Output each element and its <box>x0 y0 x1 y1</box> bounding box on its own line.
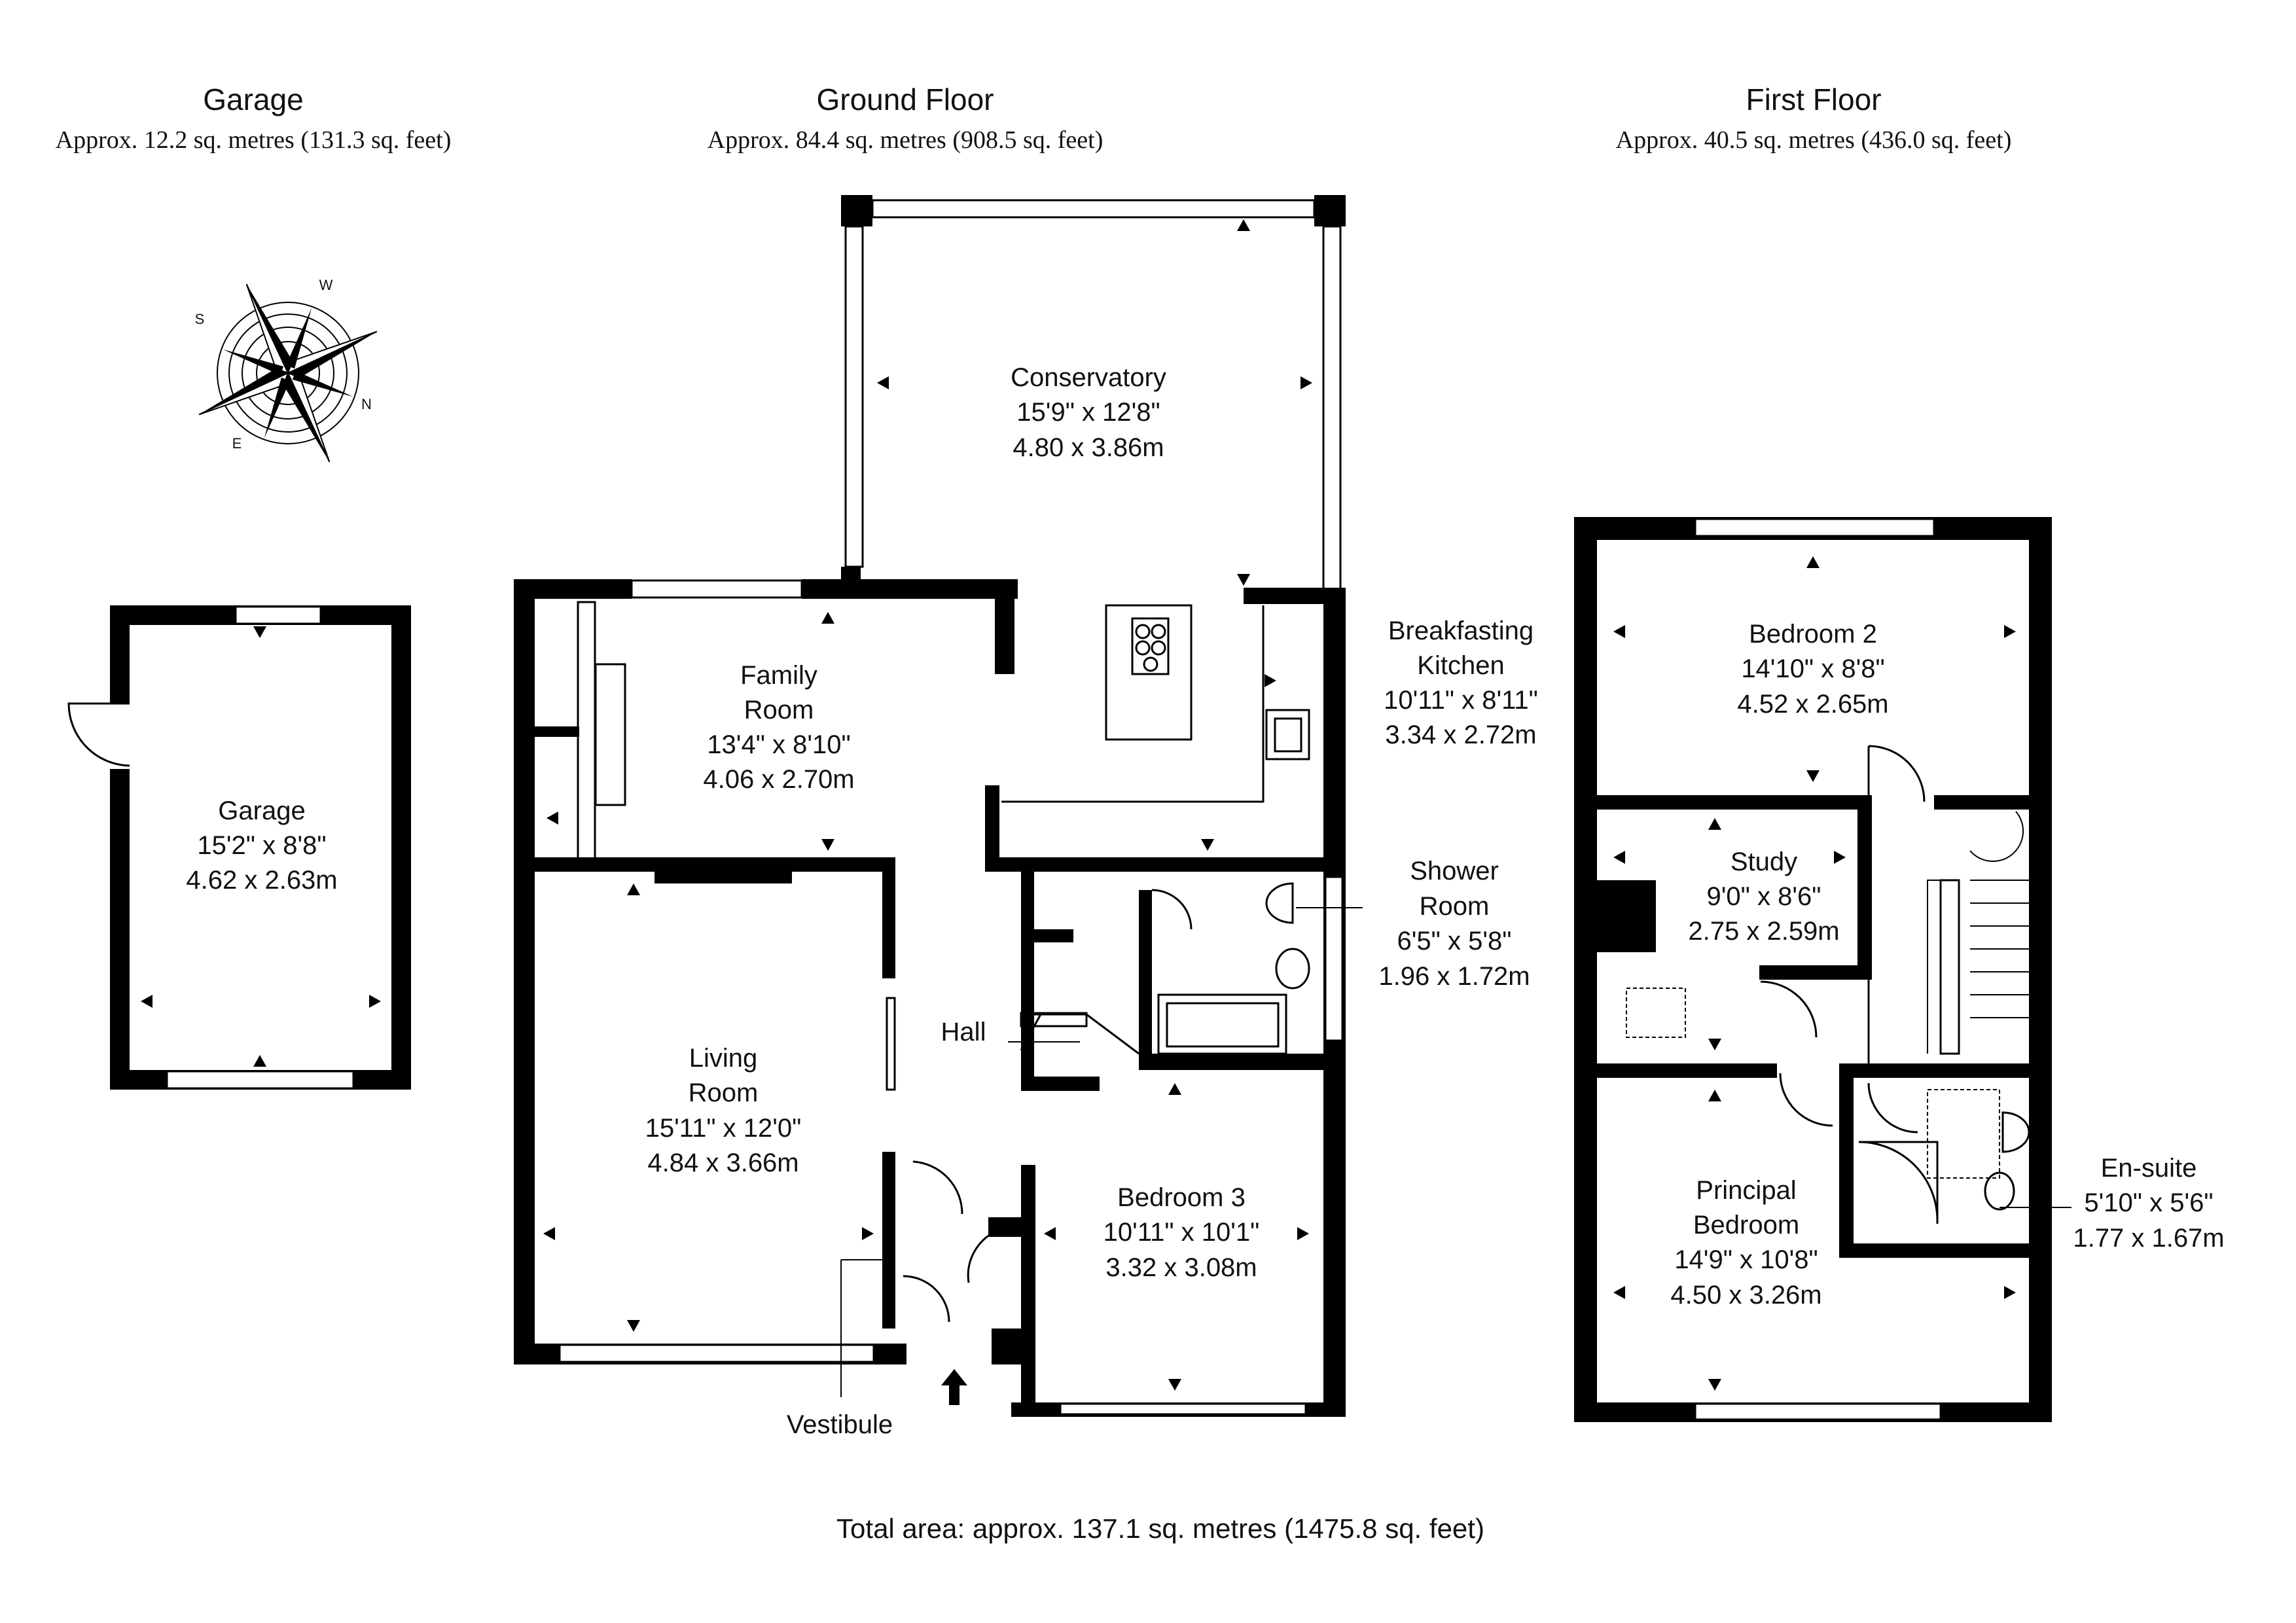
room-garage-label: Garage 15'2" x 8'8" 4.62 x 2.63m <box>186 796 337 895</box>
room-bedroom2-label: Bedroom 2 14'10" x 8'8" 4.52 x 2.65m <box>1737 620 1888 719</box>
ground-floor-header-title: Ground Floor <box>816 82 994 116</box>
room-name: Garage <box>218 796 305 825</box>
room-name: Conservatory <box>1011 363 1166 392</box>
room-metric: 4.84 x 3.66m <box>647 1149 798 1177</box>
room-imperial: 13'4" x 8'10" <box>707 730 850 759</box>
room-name-line2: Kitchen <box>1417 651 1504 680</box>
room-name-line2: Room <box>1420 892 1490 921</box>
room-living-label: Living Room 15'11" x 12'0" 4.84 x 3.66m <box>645 1044 802 1177</box>
room-imperial: 15'2" x 8'8" <box>197 831 326 860</box>
room-study-label: Study 9'0" x 8'6" 2.75 x 2.59m <box>1688 847 1839 946</box>
compass-rose-icon <box>198 283 378 463</box>
room-metric: 4.62 x 2.63m <box>186 866 337 895</box>
room-metric: 4.50 x 3.26m <box>1670 1281 1821 1310</box>
compass-letter-w: W <box>319 277 333 293</box>
room-name: Bedroom 2 <box>1749 620 1877 649</box>
room-kitchen-label: Breakfasting Kitchen 10'11" x 8'11" 3.34… <box>1384 616 1538 749</box>
room-metric: 3.34 x 2.72m <box>1385 721 1536 749</box>
room-name-line1: Shower <box>1410 857 1499 885</box>
room-name: En-suite <box>2101 1154 2197 1183</box>
total-area: Total area: approx. 137.1 sq. metres (14… <box>836 1513 1484 1544</box>
room-vestibule-label: Vestibule <box>787 1410 893 1439</box>
room-imperial: 10'11" x 10'1" <box>1103 1218 1260 1247</box>
garage-plan <box>67 605 411 1090</box>
room-imperial: 15'11" x 12'0" <box>645 1114 802 1143</box>
room-metric: 3.32 x 3.08m <box>1105 1253 1257 1282</box>
room-bedroom3-label: Bedroom 3 10'11" x 10'1" 3.32 x 3.08m <box>1103 1183 1260 1282</box>
first-floor-header-title: First Floor <box>1746 82 1882 116</box>
ground-floor-plan <box>514 195 1346 1417</box>
room-metric: 4.80 x 3.86m <box>1013 433 1164 462</box>
front-door-arrow-icon <box>941 1369 967 1405</box>
room-name: Hall <box>941 1018 986 1046</box>
room-name-line2: Bedroom <box>1693 1211 1799 1240</box>
compass-letter-s: S <box>195 311 205 327</box>
room-principal-label: Principal Bedroom 14'9" x 10'8" 4.50 x 3… <box>1670 1176 1821 1310</box>
room-conservatory-label: Conservatory 15'9" x 12'8" 4.80 x 3.86m <box>1011 363 1166 462</box>
room-metric: 4.52 x 2.65m <box>1737 690 1888 719</box>
room-name-line1: Breakfasting <box>1388 616 1534 645</box>
room-imperial: 15'9" x 12'8" <box>1016 398 1160 427</box>
room-imperial: 10'11" x 8'11" <box>1384 686 1538 715</box>
room-imperial: 14'9" x 10'8" <box>1674 1245 1818 1274</box>
room-family-label: Family Room 13'4" x 8'10" 4.06 x 2.70m <box>703 661 854 794</box>
room-imperial: 9'0" x 8'6" <box>1707 882 1821 911</box>
room-name-line1: Principal <box>1696 1176 1796 1205</box>
room-metric: 1.77 x 1.67m <box>2073 1224 2224 1253</box>
room-name-line1: Family <box>740 661 817 690</box>
compass-letter-n: N <box>361 396 372 412</box>
room-name-line2: Room <box>689 1079 759 1107</box>
first-floor-plan <box>1574 517 2052 1422</box>
room-hall-label: Hall <box>941 1018 986 1046</box>
room-imperial: 14'10" x 8'8" <box>1741 654 1884 683</box>
compass-letter-e: E <box>232 435 242 452</box>
room-imperial: 5'10" x 5'6" <box>2084 1188 2213 1217</box>
room-name: Bedroom 3 <box>1117 1183 1246 1212</box>
room-metric: 1.96 x 1.72m <box>1378 962 1530 991</box>
room-shower-label: Shower Room 6'5" x 5'8" 1.96 x 1.72m <box>1378 857 1530 991</box>
room-metric: 2.75 x 2.59m <box>1688 917 1839 946</box>
room-metric: 4.06 x 2.70m <box>703 765 854 794</box>
garage-header-title: Garage <box>203 82 303 116</box>
room-ensuite-label: En-suite 5'10" x 5'6" 1.77 x 1.67m <box>2073 1154 2224 1253</box>
garage-header-area: Approx. 12.2 sq. metres (131.3 sq. feet) <box>56 126 452 154</box>
room-name-line1: Living <box>689 1044 758 1073</box>
first-floor-header-area: Approx. 40.5 sq. metres (436.0 sq. feet) <box>1616 126 2012 154</box>
room-name-line2: Room <box>744 696 814 724</box>
room-name: Study <box>1731 847 1797 876</box>
room-name: Vestibule <box>787 1410 893 1439</box>
ground-floor-header-area: Approx. 84.4 sq. metres (908.5 sq. feet) <box>708 126 1103 154</box>
room-imperial: 6'5" x 5'8" <box>1397 927 1512 955</box>
